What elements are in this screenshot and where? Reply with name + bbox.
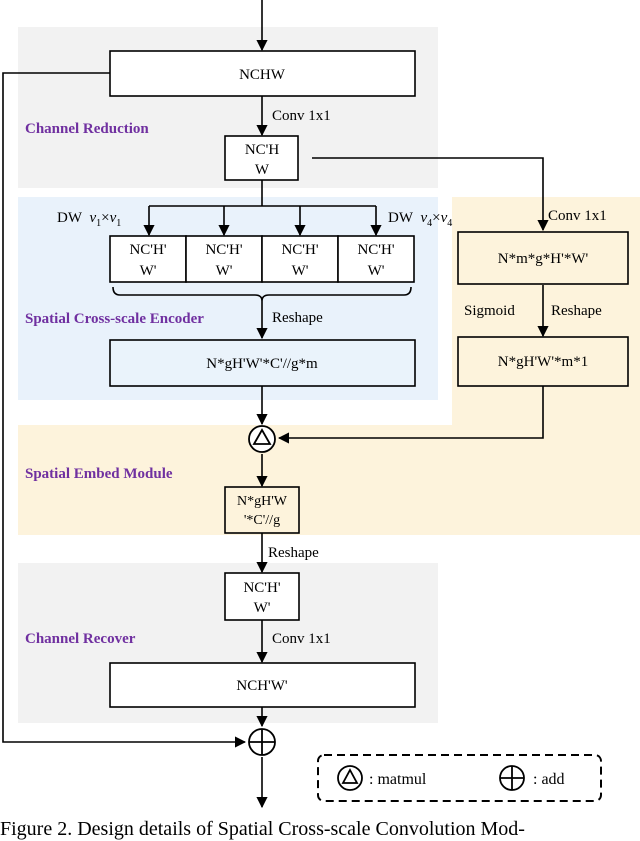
- reshape2-label: Reshape: [268, 545, 319, 561]
- conv2-label: Conv 1x1: [548, 208, 607, 224]
- channel-recover-label: Channel Recover: [25, 631, 136, 647]
- dw-1-l1: NC'H': [129, 242, 166, 258]
- dw-2-l2: W': [216, 263, 233, 279]
- sigmoid-label: Sigmoid: [464, 303, 515, 319]
- recover-in-box: [224, 572, 300, 621]
- encoder-out-label: N*gH'W'*C'//g*m: [206, 356, 318, 372]
- figure-caption: Figure 2. Design details of Spatial Cros…: [0, 818, 525, 840]
- legend-add-label: : add: [533, 771, 565, 788]
- encoder-out-box: [109, 339, 416, 387]
- dw-3-l2: W': [292, 263, 309, 279]
- legend-box: [317, 754, 602, 802]
- dw-box-2: [185, 235, 263, 283]
- dw-2-l1: NC'H': [205, 242, 242, 258]
- output-label: NCH'W': [236, 678, 288, 694]
- spatial-encoder-label: Spatial Cross-scale Encoder: [25, 311, 204, 327]
- embed-box: [224, 486, 300, 534]
- reduced-box: [224, 135, 299, 181]
- add-icon: [248, 728, 276, 756]
- legend-matmul-label: : matmul: [369, 771, 427, 788]
- conv1-label: Conv 1x1: [272, 108, 331, 124]
- input-box: [109, 50, 416, 97]
- recover-in-l2: W': [254, 600, 271, 616]
- branch-conv-arrow: [312, 157, 549, 232]
- dw-4-l1: NC'H': [357, 242, 394, 258]
- dw-last-label: DW v4×v4: [388, 210, 452, 229]
- dw-3-l1: NC'H': [281, 242, 318, 258]
- embed-l1: N*gH'W: [237, 494, 288, 509]
- dw-box-3: [261, 235, 339, 283]
- spatial-embed-label: Spatial Embed Module: [25, 466, 173, 482]
- input-label: NCHW: [239, 67, 286, 83]
- dw-first-label: DW v1×v1: [57, 210, 121, 229]
- branch-to-matmul: [277, 386, 544, 444]
- dw-first-prefix: DW: [57, 210, 83, 226]
- conv3-label: Conv 1x1: [272, 631, 331, 647]
- dw-4-l2: W': [368, 263, 385, 279]
- embed-l2: '*C'//g: [244, 513, 280, 528]
- output-box: [109, 662, 416, 708]
- reshape1-label: Reshape: [272, 310, 323, 326]
- legend-matmul-icon: [337, 765, 363, 791]
- reduced-label-l1: NC'H: [245, 142, 280, 158]
- attn-reshaped-label: N*gH'W'*m*1: [498, 354, 588, 370]
- reshape3-label: Reshape: [551, 303, 602, 319]
- attn-conv-label: N*m*g*H'*W': [498, 251, 589, 267]
- dw-box-4: [337, 235, 415, 283]
- matmul-icon: [248, 425, 276, 453]
- dw-last-prefix: DW: [388, 210, 414, 226]
- reduced-label-l2: W: [255, 162, 270, 178]
- residual-skip: [2, 72, 247, 748]
- recover-in-l1: NC'H': [243, 580, 280, 596]
- attn-reshaped-box: [457, 336, 629, 387]
- dw-1-l2: W': [140, 263, 157, 279]
- channel-reduction-label: Channel Reduction: [25, 121, 149, 137]
- attn-conv-box: [457, 231, 629, 285]
- legend-add-icon: [499, 765, 525, 791]
